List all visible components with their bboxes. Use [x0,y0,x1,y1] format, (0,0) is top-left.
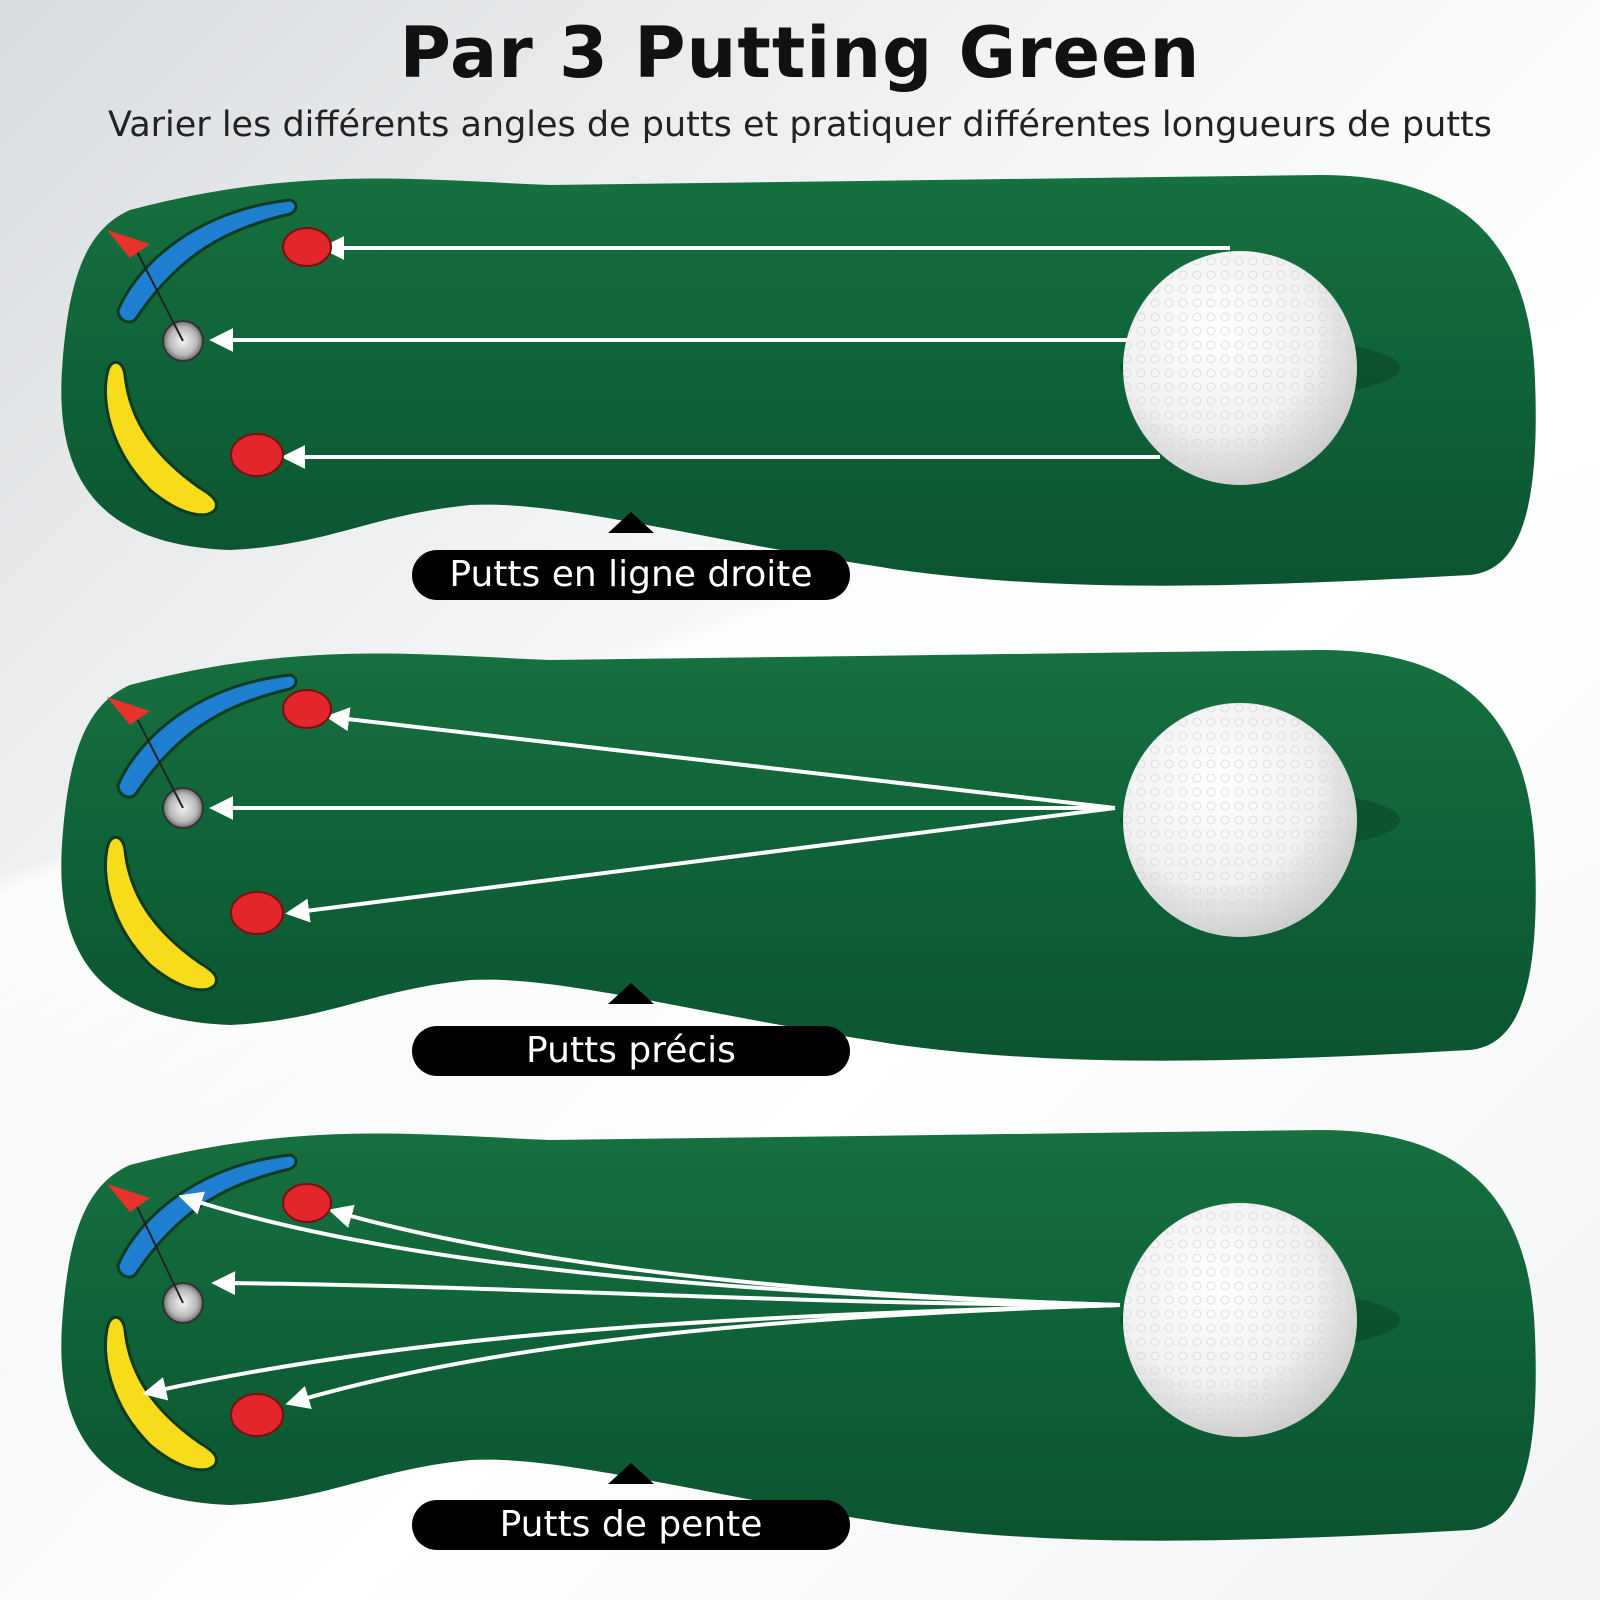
target-dot-icon [230,1393,284,1437]
yellow-bumper [104,835,218,992]
panel-slope-putts: Putts de pente [0,1125,1600,1595]
target-dot-icon [282,227,332,267]
target-dot-icon [230,433,284,477]
page-title: Par 3 Putting Green [399,12,1201,94]
flag-icon [107,1184,150,1212]
triangle-up-icon [608,512,654,533]
flag-icon [107,230,150,258]
label-slope-putts: Putts de pente [412,1500,850,1550]
triangle-up-icon [608,983,654,1004]
golf-ball-icon [1120,251,1400,485]
blue-bumper [116,673,298,799]
label-straight-putts: Putts en ligne droite [412,550,850,600]
yellow-bumper [104,1315,218,1472]
golf-ball-icon [1120,1203,1400,1437]
target-dot-icon [282,1183,332,1223]
label-precise-putts: Putts précis [412,1026,850,1076]
target-dot-icon [282,689,332,729]
page-subtitle: Varier les différents angles de putts et… [107,105,1493,145]
flag-icon [107,697,150,725]
golf-ball-icon [1120,703,1400,937]
blue-bumper [116,1153,298,1279]
target-dot-icon [230,891,284,935]
yellow-bumper [104,360,218,517]
panel-precise-putts: Putts précis [0,645,1600,1115]
panel-straight-putts: Putts en ligne droite [0,170,1600,640]
triangle-up-icon [608,1463,654,1484]
blue-bumper [116,198,298,324]
